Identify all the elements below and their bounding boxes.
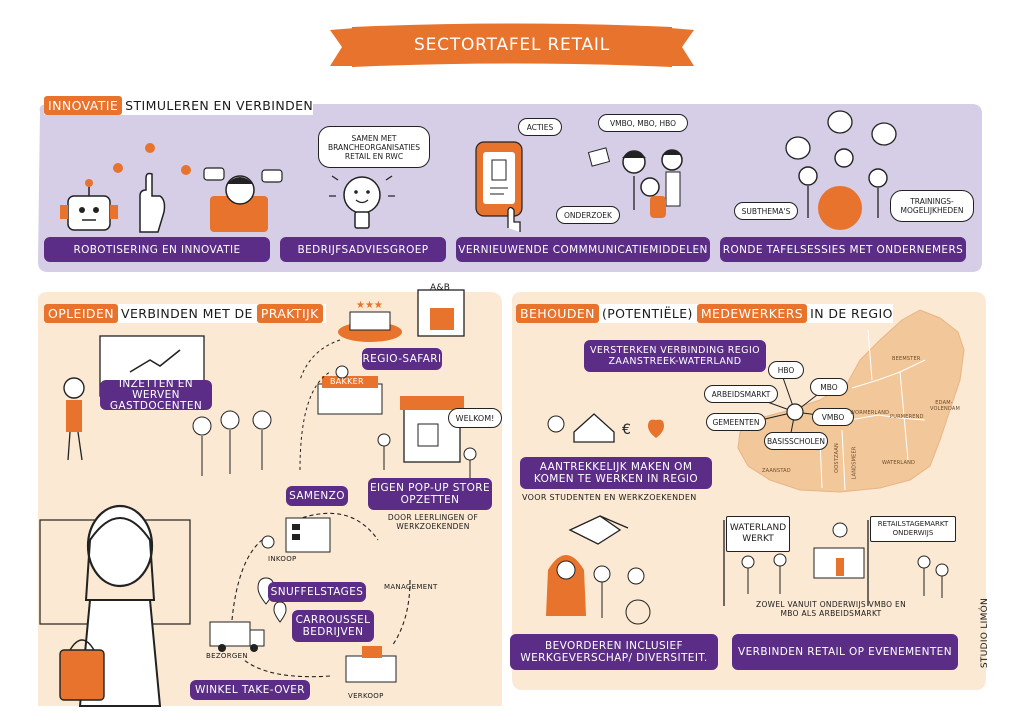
signature: STUDIO LIMÓN <box>980 597 991 669</box>
bubble-onderzoek: ONDERZOEK <box>556 206 620 224</box>
label-popup-store: EIGEN POP-UP STORE OPZETTEN <box>368 478 492 510</box>
juggling-hand-icon <box>113 143 191 233</box>
svg-text:€: € <box>622 422 631 438</box>
behouden-header-mid: (POTENTIËLE) <box>601 306 693 321</box>
innovatie-header: INNOVATIE STIMULEREN EN VERBINDEN <box>44 96 314 115</box>
bubble-acties: ACTIES <box>518 118 562 136</box>
diversity-people-icon <box>546 555 651 625</box>
map-wormerland: WORMERLAND <box>850 410 890 416</box>
behouden-highlight: BEHOUDEN <box>516 304 599 323</box>
label-zowel: ZOWEL VANUIT ONDERWIJS VMBO EN MBO ALS A… <box>756 600 906 618</box>
bakery-icon <box>317 365 383 415</box>
network-gemeenten: GEMEENTEN <box>706 413 766 431</box>
network-basisscholen: BASISSCHOLEN <box>764 432 828 450</box>
label-verbinden-evenementen: VERBINDEN RETAIL OP EVENEMENTEN <box>732 634 958 670</box>
title-banner <box>330 23 694 67</box>
label-bakker: BAKKER <box>330 377 364 386</box>
label-inkoop: INKOOP <box>268 555 297 563</box>
network-vmbo: VMBO <box>812 408 854 426</box>
bubble-samen: SAMEN MET BRANCHEORGANISATIES RETAIL EN … <box>318 126 430 168</box>
label-management: MANAGEMENT <box>384 583 438 591</box>
map-edam: EDAM-VOLENDAM <box>930 400 961 412</box>
map-waterland: WATERLAND <box>882 460 916 466</box>
opleiden-highlight: OPLEIDEN <box>44 304 118 323</box>
delivery-van-icon <box>209 621 265 652</box>
computer-icon <box>261 517 331 553</box>
map-zaanstad: ZAANSTAD <box>762 468 791 474</box>
network-arbeidsmarkt: ARBEIDSMARKT <box>704 385 778 403</box>
bubble-retailstagemarkt: RETAILSTAGEMARKT ONDERWIJS <box>870 516 956 542</box>
behouden-header: BEHOUDEN (POTENTIËLE) MEDEWERKERS IN DE … <box>516 304 893 323</box>
label-aantrekkelijk: AANTREKKELIJK MAKEN OM KOMEN TE WERKEN I… <box>520 457 712 489</box>
map-beemster: BEEMSTER <box>892 356 921 362</box>
map-purmerend: PURMEREND <box>890 414 924 420</box>
label-verkoop: VERKOOP <box>348 692 384 700</box>
innovatie-header-rest: STIMULEREN EN VERBINDEN <box>125 98 314 113</box>
round-table-icon <box>785 110 897 230</box>
praktijk-highlight: PRAKTIJK <box>256 304 323 323</box>
behouden-header-rest: IN DE REGIO <box>810 306 893 321</box>
network-mbo: MBO <box>810 378 848 396</box>
innovatie-highlight: INNOVATIE <box>44 96 123 115</box>
bubble-welkom: WELKOM! <box>448 408 502 428</box>
label-ronde-tafelsessies: RONDE TAFELSESSIES MET ONDERNEMERS <box>720 237 966 262</box>
label-bevorderen: BEVORDEREN INCLUSIEF WERKGEVERSCHAP/ DIV… <box>510 634 718 670</box>
medewerkers-highlight: MEDEWERKERS <box>696 304 808 323</box>
bubble-waterland-werkt: WATERLAND WERKT <box>726 516 790 552</box>
label-door-leerlingen: DOOR LEERLINGEN OF WERKZOEKENDEN <box>387 513 479 531</box>
opleiden-header-mid: VERBINDEN MET DE <box>121 306 253 321</box>
students-icon <box>587 147 683 218</box>
bubble-subthemas: SUBTHEMA'S <box>734 202 798 220</box>
page-title: SECTORTAFEL RETAIL <box>414 35 610 55</box>
carroussel-cycle <box>231 512 411 678</box>
map-oostzaan: OOSTZAAN <box>833 443 840 473</box>
label-bezorgen: BEZORGEN <box>206 652 248 660</box>
label-bedrijfsadviesgroep: BEDRIJFSADVIESGROEP <box>280 237 446 262</box>
phone-icon <box>475 141 523 232</box>
shopper-woman-icon <box>39 504 191 707</box>
event-booth-icon <box>723 520 949 606</box>
students-group-icon <box>192 410 272 476</box>
hotel-icon <box>417 289 465 337</box>
house-heart-icon: € <box>547 413 664 443</box>
label-regio-safari: REGIO-SAFARI <box>362 348 442 370</box>
lightbulb-icon <box>329 175 395 229</box>
robot-icon <box>60 179 118 231</box>
handshake-icon <box>568 515 629 545</box>
bubble-trainingen: TRAININGS-MOGELIJKHEDEN <box>890 190 974 222</box>
svg-text:★★★: ★★★ <box>356 300 383 311</box>
opleiden-header: OPLEIDEN VERBINDEN MET DE PRAKTIJK <box>44 304 326 323</box>
label-ab: A&B <box>430 283 451 293</box>
person-chat-icon <box>203 167 283 232</box>
safari-path <box>299 339 341 471</box>
bubble-vmbo: VMBO, MBO, HBO <box>598 114 688 132</box>
shop-counter-icon <box>345 646 397 683</box>
label-communicatiemiddelen: VERNIEUWENDE COMMMUNICATIEMIDDELEN <box>456 237 710 262</box>
label-gastdocenten: INZETTEN EN WERVEN GASTDOCENTEN <box>100 378 212 411</box>
restaurant-icon: ★★★ <box>338 300 402 342</box>
label-versterken: VERSTERKEN VERBINDING REGIO ZAANSTREEK-W… <box>584 340 766 372</box>
map-landsmeer: LANDSMEER <box>851 446 858 480</box>
network-hbo: HBO <box>768 361 804 379</box>
label-robotisering: ROBOTISERING EN INNOVATIE <box>44 237 270 262</box>
label-voor-studenten: VOOR STUDENTEN EN WERKZOEKENDEN <box>522 493 697 502</box>
label-carroussel: CARROUSSEL BEDRIJVEN <box>292 610 374 642</box>
label-winkel-take-over: WINKEL TAKE-OVER <box>190 680 310 700</box>
label-snuffelstages: SNUFFELSTAGES <box>268 582 366 602</box>
label-samenzo: SAMENZO <box>286 486 348 506</box>
